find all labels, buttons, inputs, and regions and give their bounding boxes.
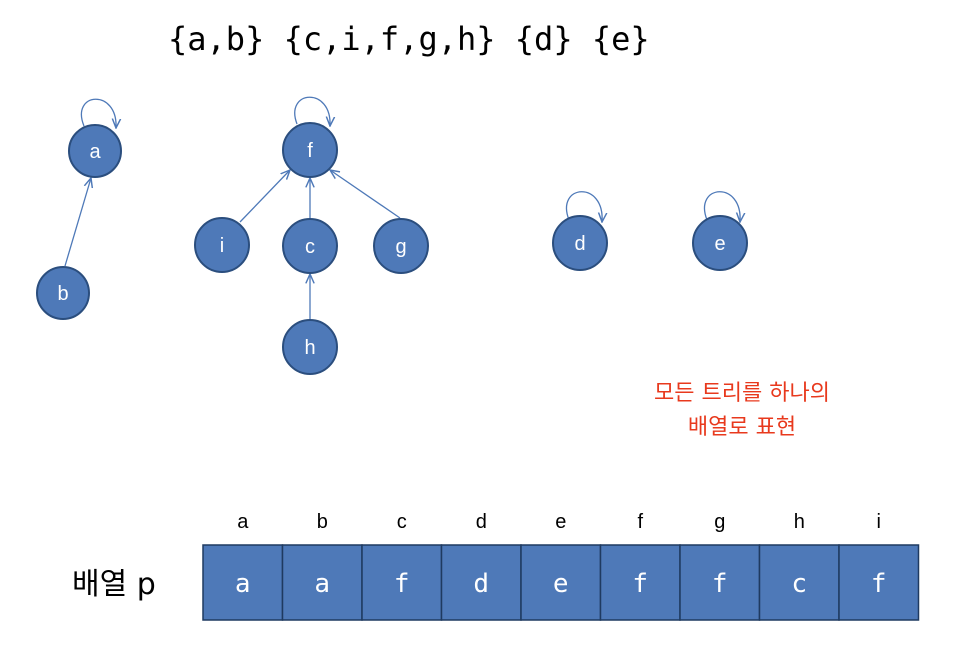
array-cell-value: f bbox=[632, 569, 648, 599]
array-cell-value: f bbox=[394, 569, 410, 599]
array-cell: c bbox=[758, 544, 840, 621]
array-cell-value: e bbox=[553, 569, 569, 599]
array-index-label: f bbox=[637, 511, 643, 533]
sets-heading: {a,b} {c,i,f,g,h} {d} {e} bbox=[168, 20, 650, 58]
svg-text:e: e bbox=[714, 233, 725, 255]
svg-text:h: h bbox=[304, 337, 315, 359]
node-f: f bbox=[282, 122, 338, 178]
svg-text:f: f bbox=[307, 140, 313, 162]
array-cell: f bbox=[679, 544, 761, 621]
edge-b-to-a bbox=[64, 178, 91, 267]
node-h: h bbox=[282, 319, 338, 375]
svg-text:b: b bbox=[57, 283, 68, 305]
note-line-2: 배열로 표현 bbox=[688, 415, 796, 440]
array-cell-value: c bbox=[791, 569, 807, 599]
self-loop-d bbox=[566, 191, 603, 222]
array-label: 배열 p bbox=[72, 567, 156, 602]
array-cell: f bbox=[838, 544, 920, 621]
array-cell: a bbox=[281, 544, 363, 621]
svg-text:g: g bbox=[395, 236, 406, 258]
array-index-label: a bbox=[237, 511, 249, 533]
array-index-label: i bbox=[877, 511, 881, 533]
self-loop-a bbox=[80, 98, 116, 128]
node-c: c bbox=[282, 218, 338, 274]
array-cell: d bbox=[440, 544, 522, 621]
array-cell: f bbox=[599, 544, 681, 621]
svg-text:c: c bbox=[305, 236, 315, 258]
svg-text:d: d bbox=[574, 233, 585, 255]
array-cell: e bbox=[520, 544, 602, 621]
array-cell-value: f bbox=[871, 569, 887, 599]
array-index-row: a b c d e f g h i bbox=[237, 511, 881, 533]
node-e: e bbox=[692, 215, 748, 271]
array-index-label: c bbox=[397, 511, 407, 533]
array-index-label: b bbox=[317, 511, 328, 533]
array-cell: a bbox=[202, 544, 284, 621]
array-cell: f bbox=[361, 544, 443, 621]
node-i: i bbox=[194, 217, 250, 273]
svg-text:a: a bbox=[89, 141, 101, 163]
array-cell-value: d bbox=[473, 569, 489, 599]
array-cell-value: f bbox=[712, 569, 728, 599]
note-line-1: 모든 트리를 하나의 bbox=[654, 381, 830, 406]
node-g: g bbox=[373, 218, 429, 274]
self-loop-f bbox=[294, 96, 330, 126]
svg-text:i: i bbox=[220, 235, 224, 257]
self-loop-e bbox=[704, 191, 741, 222]
array-index-label: d bbox=[476, 511, 487, 533]
array-index-label: g bbox=[714, 511, 725, 533]
array-cell-value: a bbox=[314, 569, 330, 599]
node-a: a bbox=[68, 124, 122, 178]
array-cell-value: a bbox=[235, 569, 251, 599]
array-index-label: h bbox=[794, 511, 805, 533]
node-d: d bbox=[552, 215, 608, 271]
array-index-label: e bbox=[555, 511, 566, 533]
edge-g-to-f bbox=[330, 170, 401, 219]
node-b: b bbox=[36, 266, 90, 320]
edge-i-to-f bbox=[239, 170, 290, 223]
